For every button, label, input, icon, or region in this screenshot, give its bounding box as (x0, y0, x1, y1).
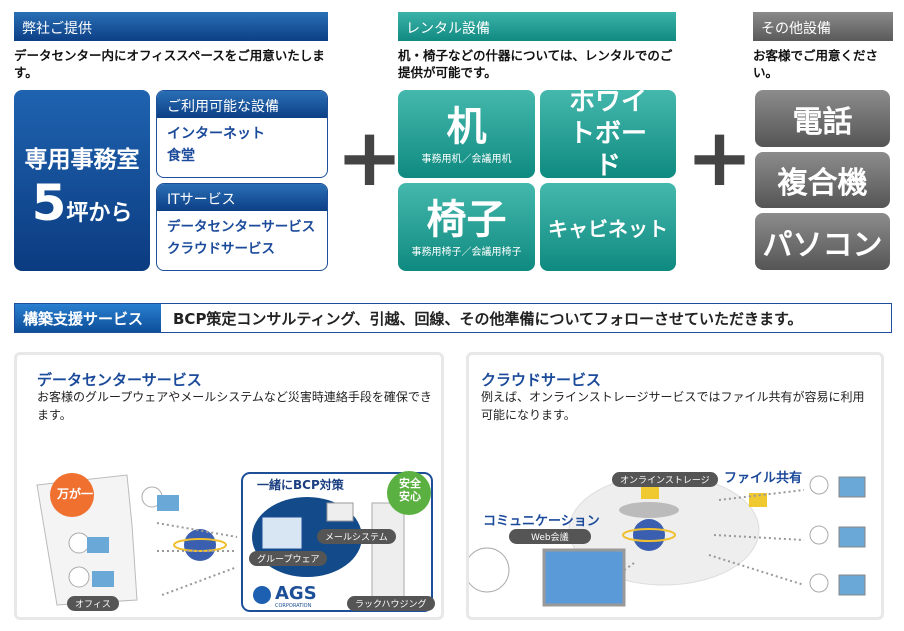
size-unit: 坪から (66, 201, 133, 226)
plus-icon: + (336, 111, 404, 204)
storage-disk-icon (619, 502, 679, 518)
rack-housing-label: ラックハウジング (347, 596, 435, 611)
rental-tile-whiteboard: ホワイトボード (540, 87, 676, 181)
folder-icon (749, 493, 767, 507)
facilities-box: ご利用可能な設備 インターネット食堂 (156, 90, 328, 178)
datacenter-text: お客様のグループウェアやメールシステムなど災害時連絡手段を確保できます。 (37, 390, 432, 422)
safety-label: 安全安心 (399, 477, 421, 503)
rental-tile-cabinet: キャビネット (540, 183, 676, 271)
it-service-item: クラウドサービス (167, 241, 275, 257)
globe-icon (184, 529, 216, 561)
ags-logo-text: AGS (275, 583, 317, 604)
it-services-box: ITサービス データセンターサービスクラウドサービス (156, 183, 328, 271)
ags-logo-subtext: CORPORATION (275, 603, 312, 609)
web-meeting-label: Web会議 (509, 529, 591, 544)
it-service-item: データセンターサービス (167, 219, 316, 235)
remote-user-icon (809, 573, 866, 596)
person-laptop-icon (68, 532, 90, 554)
tile-subtitle: 事務用机／会議用机 (421, 153, 512, 165)
facilities-title: ご利用可能な設備 (157, 91, 327, 118)
support-service-band: 構築支援サービス BCP策定コンサルティング、引越、回線、その他準備についてフォ… (14, 303, 892, 333)
support-service-text: BCP策定コンサルティング、引越、回線、その他準備についてフォローさせていただき… (173, 309, 803, 328)
size-number: 5 (31, 174, 67, 232)
other-item-multifunction: 複合機 (755, 152, 890, 208)
facility-item: 食堂 (167, 148, 195, 164)
communication-label: コミュニケーション (483, 514, 600, 529)
person-desktop-icon (68, 566, 90, 588)
mail-system-label: メールシステム (317, 529, 396, 544)
cloud-text: 例えば、オンラインストレージサービスではファイル共有が容易に利用可能になります。 (481, 390, 865, 422)
rack-icon (371, 502, 405, 604)
bcp-label: 一緒にBCP対策 (257, 478, 344, 492)
cloud-illustration (469, 474, 866, 607)
folder-icon (641, 485, 659, 499)
dedicated-office-label: 専用事務室 (24, 147, 140, 173)
plus-icon: + (686, 111, 754, 204)
section-header-other: その他設備 (753, 12, 893, 41)
section-header-rental: レンタル設備 (398, 12, 676, 41)
user-icon (469, 547, 510, 593)
groupware-label: グループウェア (249, 551, 328, 566)
section-header-provided: 弊社ご提供 (14, 12, 328, 41)
cloud-panel: クラウドサービス 例えば、オンラインストレージサービスではファイル共有が容易に利… (466, 352, 884, 620)
dedicated-office-box: 専用事務室 5坪から (14, 90, 150, 271)
other-description: お客様でご用意ください。 (753, 48, 879, 80)
alert-burst-icon (50, 473, 94, 517)
datacenter-panel: データセンターサービス お客様のグループウェアやメールシステムなど災害時連絡手段… (14, 352, 444, 620)
cloud-title: クラウドサービス (481, 371, 602, 389)
globe-icon (633, 519, 665, 551)
remote-user-icon (809, 475, 866, 498)
web-meeting-monitor-icon (542, 548, 626, 607)
facility-item: インターネット (167, 126, 265, 142)
tile-title: 机 (446, 103, 487, 150)
ags-logo-icon (253, 586, 271, 604)
online-storage-label: オンラインストレージ (612, 472, 718, 487)
it-services-title: ITサービス (157, 184, 327, 211)
office-label: オフィス (67, 596, 119, 611)
datacenter-title: データセンターサービス (37, 371, 202, 389)
tile-title: キャビネット (548, 216, 668, 241)
remote-user-icon (809, 525, 866, 548)
tile-subtitle: 事務用椅子／会議用椅子 (411, 246, 522, 258)
rental-tile-desk: 机 事務用机／会議用机 (398, 90, 535, 178)
emergency-label: 万が一 (57, 487, 94, 501)
tile-title: ホワイトボード (568, 87, 647, 181)
provided-description: データセンター内にオフィススペースをご用意いたします。 (14, 48, 325, 80)
rental-tile-chair: 椅子 事務用椅子／会議用椅子 (398, 183, 535, 271)
safety-burst-icon (387, 471, 431, 515)
mail-icon (326, 502, 354, 522)
tile-title: 椅子 (426, 196, 507, 243)
other-item-pc: パソコン (755, 213, 890, 270)
groupware-window-icon (261, 516, 303, 550)
support-service-label: 構築支援サービス (15, 304, 161, 332)
rental-description: 机・椅子などの什器については、レンタルでのご提供が可能です。 (398, 48, 673, 80)
other-item-phone: 電話 (755, 90, 890, 147)
file-share-label: ファイル共有 (724, 471, 803, 486)
